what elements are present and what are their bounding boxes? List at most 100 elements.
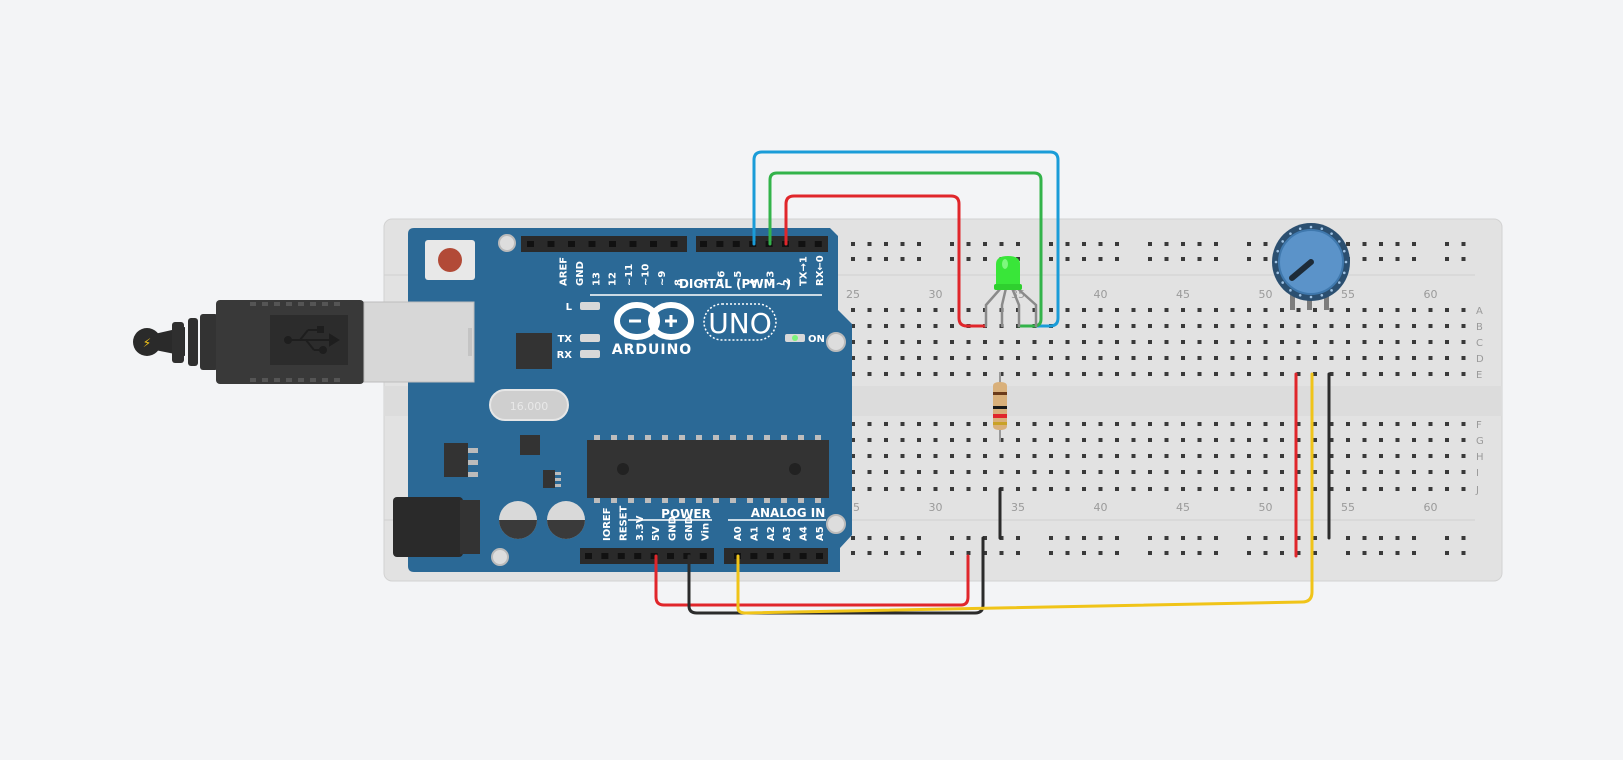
power-jack [393, 497, 480, 557]
pin-label: GND [668, 516, 679, 541]
column-number: 40 [1094, 288, 1108, 301]
potentiometer-knob-indicator[interactable] [1289, 259, 1314, 281]
wire-blue[interactable] [752, 150, 1060, 328]
pin-label: A0 [733, 526, 744, 541]
column-number: 50 [1259, 288, 1273, 301]
usb-cable[interactable]: ⚡ [133, 300, 364, 384]
pin-label: GND [575, 261, 586, 286]
crystal-oscillator: 16.000 [489, 389, 569, 421]
pin-label: A4 [799, 526, 810, 541]
svg-text:RX: RX [557, 350, 573, 361]
resistor[interactable] [993, 372, 1007, 442]
pin-label: A1 [749, 526, 760, 541]
lightning-icon: ⚡ [143, 336, 151, 350]
brand-label: ARDUINO [612, 342, 692, 358]
row-letter: H [1476, 452, 1484, 463]
digital-header[interactable] [521, 236, 828, 252]
pin-label: ~11 [624, 264, 635, 286]
small-chip [520, 435, 540, 455]
pin-label: ~6 [716, 271, 727, 286]
pin-label: A3 [782, 526, 793, 541]
digital-pin-labels: AREF GND 13 12 ~11 ~10 ~9 8 7 ~6 ~5 4 ~3 2 TX→1 RX←0 [559, 255, 826, 286]
usb-icon [284, 326, 340, 354]
model-badge: UNO [703, 303, 777, 341]
row-letter: J [1475, 485, 1479, 496]
row-letter: B [1476, 322, 1483, 333]
column-number: 55 [1341, 288, 1355, 301]
onboard-leds: L TX RX [557, 302, 600, 361]
voltage-regulator [444, 443, 478, 477]
pin-label: Vin [700, 523, 711, 541]
row-letter: I [1476, 468, 1479, 479]
pin-label: 4 [749, 279, 760, 286]
column-number: 50 [1259, 501, 1273, 514]
wire-green[interactable] [768, 171, 1043, 328]
pin-label: RESET [618, 505, 629, 541]
column-number: 25 [846, 288, 860, 301]
mounting-holes [491, 234, 846, 566]
pin-label: ~9 [657, 271, 668, 286]
svg-text:L: L [566, 302, 573, 313]
column-number: 30 [929, 501, 943, 514]
usb-controller-chip [516, 333, 552, 369]
wire-red-5v[interactable] [654, 554, 970, 607]
analog-pin-labels: A0 A1 A2 A3 A4 A5 [733, 526, 826, 541]
pin-label: ~3 [766, 271, 777, 286]
pin-label: ~10 [641, 264, 652, 286]
column-number: 40 [1094, 501, 1108, 514]
pin-label: 2 [782, 279, 793, 286]
transistor [543, 470, 561, 488]
analog-header[interactable] [724, 548, 828, 564]
wire-red-pin2[interactable] [784, 194, 987, 328]
power-on-led: ON [785, 334, 825, 345]
pin-label: 13 [591, 272, 602, 286]
reset-button[interactable] [425, 240, 475, 280]
row-letter: E [1476, 370, 1482, 381]
usb-port [363, 301, 475, 383]
pin-label: ~5 [733, 271, 744, 286]
column-number: 55 [1341, 501, 1355, 514]
wire-yellow-a0[interactable] [736, 372, 1314, 615]
digital-header-label: DIGITAL (PWM~) [679, 277, 791, 291]
microcontroller-chip [587, 435, 829, 503]
column-number: 35 [1011, 501, 1025, 514]
arduino-logo-icon [614, 302, 694, 340]
capacitors [499, 501, 585, 539]
row-letter: F [1476, 420, 1482, 431]
pin-label: A5 [815, 526, 826, 541]
power-header[interactable] [580, 548, 714, 564]
column-number: 60 [1424, 501, 1438, 514]
green-led[interactable] [984, 256, 1038, 328]
column-number: 45 [1176, 501, 1190, 514]
svg-text:TX: TX [557, 334, 572, 345]
svg-text:16.000: 16.000 [510, 400, 549, 413]
svg-text:ON: ON [808, 334, 825, 345]
arduino-uno-board[interactable]: 16.000 L TX RX ON [363, 228, 852, 572]
analog-header-label: ANALOG IN [751, 506, 826, 520]
column-number: 60 [1424, 288, 1438, 301]
breadboard-holes [851, 242, 1466, 555]
power-header-label: POWER [661, 507, 711, 521]
pin-label: 12 [608, 272, 619, 286]
row-letter: D [1476, 354, 1484, 365]
row-letter: A [1476, 306, 1483, 317]
pin-label: AREF [559, 257, 570, 286]
row-letter: G [1476, 436, 1484, 447]
pin-label: 7 [700, 279, 711, 286]
column-number: 30 [929, 288, 943, 301]
potentiometer[interactable] [1272, 223, 1350, 310]
pin-label: A2 [766, 526, 777, 541]
pin-label: 3.3V [635, 515, 646, 541]
svg-text:UNO: UNO [708, 307, 771, 340]
pin-label: 8 [673, 279, 684, 286]
pin-label: RX←0 [815, 255, 826, 286]
pin-label: TX→1 [798, 256, 809, 286]
column-number: 45 [1176, 288, 1190, 301]
row-letter: C [1476, 338, 1483, 349]
